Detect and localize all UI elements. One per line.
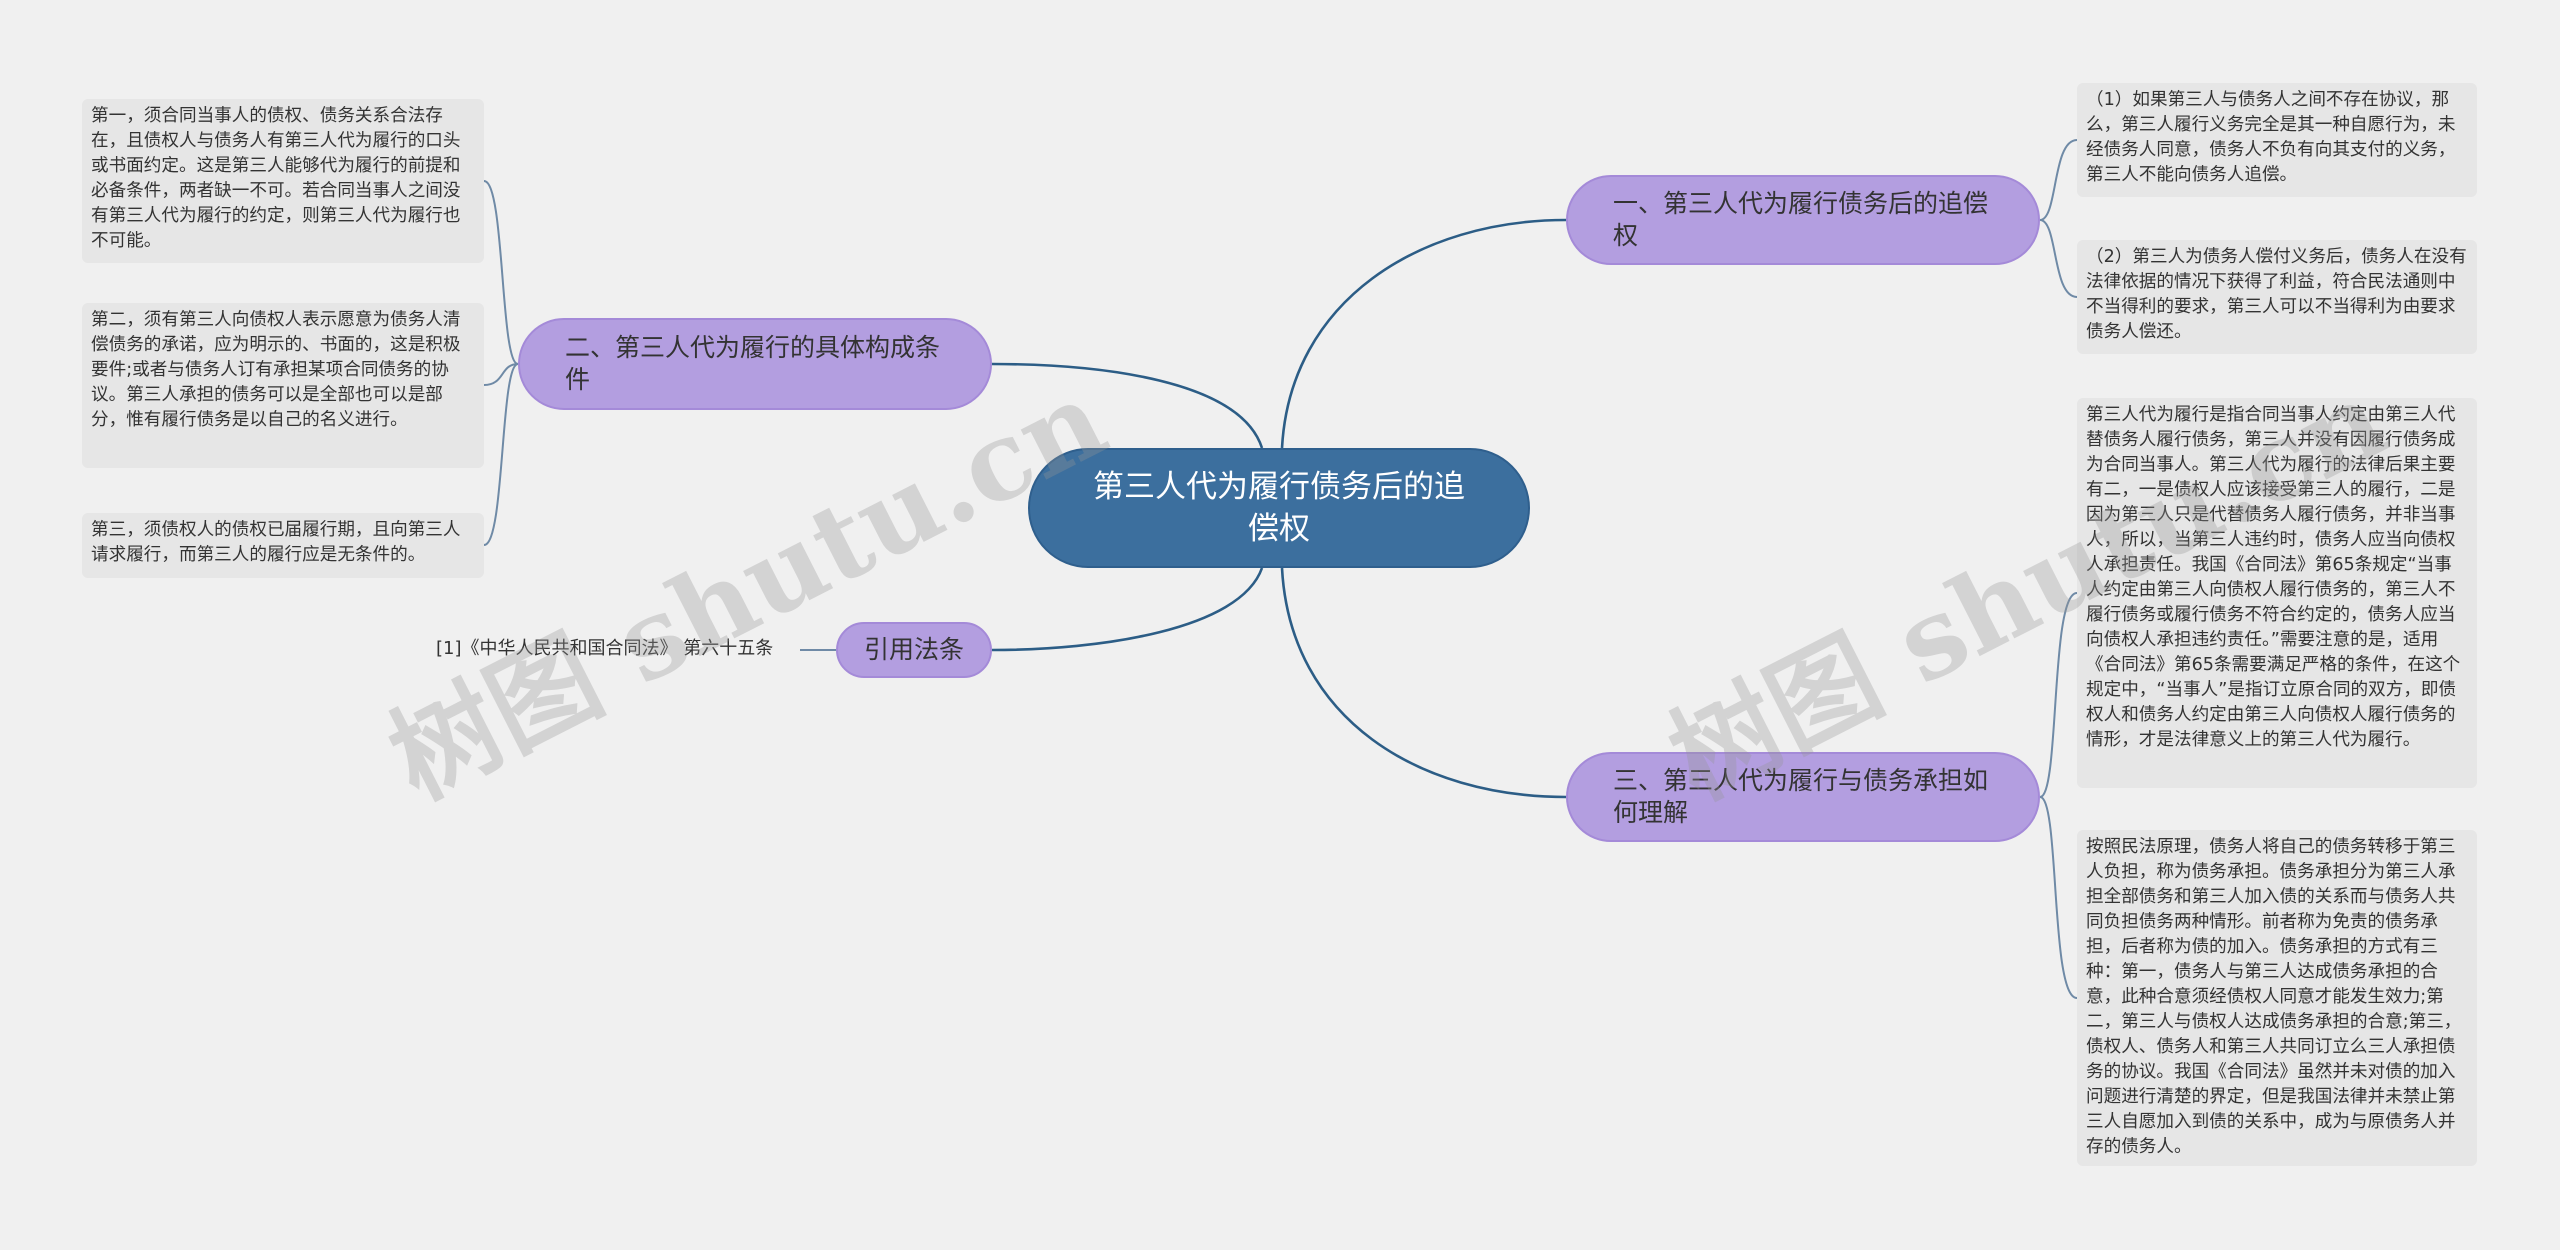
leaf-node-law-citation[interactable]: [1]《中华人民共和国合同法》 第六十五条 bbox=[430, 631, 800, 669]
leaf-node-condition-third[interactable]: 第三，须债权人的债权已届履行期，且向第三人请求履行，而第三人的履行应是无条件的。 bbox=[82, 513, 484, 578]
leaf-text: 按照民法原理，债务人将自己的债务转移于第三人负担，称为债务承担。债务承担分为第三… bbox=[2086, 837, 2462, 1157]
edge-b2-l5 bbox=[483, 180, 519, 365]
leaf-text: （2）第三人为债务人偿付义务后，债务人在没有法律依据的情况下获得了利益，符合民法… bbox=[2086, 247, 2467, 342]
leaf-node-third-party-performance[interactable]: 第三人代为履行是指合同当事人约定由第三人代替债务人履行债务，第三人并没有因履行债… bbox=[2077, 398, 2477, 788]
leaf-node-unjust-enrichment[interactable]: （2）第三人为债务人偿付义务后，债务人在没有法律依据的情况下获得了利益，符合民法… bbox=[2077, 240, 2477, 354]
leaf-node-debt-assumption[interactable]: 按照民法原理，债务人将自己的债务转移于第三人负担，称为债务承担。债务承担分为第三… bbox=[2077, 830, 2477, 1166]
leaf-node-no-agreement[interactable]: （1）如果第三人与债务人之间不存在协议，那么，第三人履行义务完全是其一种自愿行为… bbox=[2077, 83, 2477, 197]
branch-label: 一、第三人代为履行债务后的追偿权 bbox=[1613, 189, 1989, 250]
edge-root-b2 bbox=[991, 362, 1264, 449]
branch-node-cited-law[interactable]: 引用法条 bbox=[836, 622, 992, 678]
edge-b1-l1 bbox=[2039, 139, 2078, 221]
root-node[interactable]: 第三人代为履行债务后的追偿权 bbox=[1028, 448, 1530, 568]
edge-b1-l2 bbox=[2039, 219, 2078, 298]
leaf-text: 第三人代为履行是指合同当事人约定由第三人代替债务人履行债务，第三人并没有因履行债… bbox=[2086, 405, 2461, 750]
branch-node-recourse-right[interactable]: 一、第三人代为履行债务后的追偿权 bbox=[1566, 175, 2040, 265]
leaf-node-condition-second[interactable]: 第二，须有第三人向债权人表示愿意为债务人清偿债务的承诺，应为明示的、书面的，这是… bbox=[82, 303, 484, 468]
root-title: 第三人代为履行债务后的追偿权 bbox=[1093, 469, 1465, 547]
edge-root-b3 bbox=[991, 567, 1264, 652]
leaf-node-condition-first[interactable]: 第一，须合同当事人的债权、债务关系合法存在，且债权人与债务人有第三人代为履行的口… bbox=[82, 99, 484, 263]
leaf-text: [1]《中华人民共和国合同法》 第六十五条 bbox=[436, 638, 774, 659]
edge-b2-l6 bbox=[483, 363, 519, 386]
edge-root-b1 bbox=[1280, 218, 1567, 449]
branch-label: 二、第三人代为履行的具体构成条件 bbox=[565, 333, 941, 394]
edge-b4-l3 bbox=[2039, 592, 2078, 798]
edge-b2-l7 bbox=[483, 363, 519, 546]
branch-label: 三、第三人代为履行与债务承担如何理解 bbox=[1613, 766, 1989, 827]
edge-root-b4 bbox=[1280, 567, 1567, 799]
leaf-text: 第二，须有第三人向债权人表示愿意为债务人清偿债务的承诺，应为明示的、书面的，这是… bbox=[91, 310, 461, 430]
leaf-text: （1）如果第三人与债务人之间不存在协议，那么，第三人履行义务完全是其一种自愿行为… bbox=[2086, 90, 2456, 185]
branch-node-debt-assumption[interactable]: 三、第三人代为履行与债务承担如何理解 bbox=[1566, 752, 2040, 842]
leaf-text: 第三，须债权人的债权已届履行期，且向第三人请求履行，而第三人的履行应是无条件的。 bbox=[91, 520, 461, 565]
leaf-text: 第一，须合同当事人的债权、债务关系合法存在，且债权人与债务人有第三人代为履行的口… bbox=[91, 106, 461, 251]
edge-b4-l4 bbox=[2039, 796, 2078, 999]
branch-label: 引用法条 bbox=[863, 635, 964, 664]
branch-node-conditions[interactable]: 二、第三人代为履行的具体构成条件 bbox=[518, 318, 992, 410]
